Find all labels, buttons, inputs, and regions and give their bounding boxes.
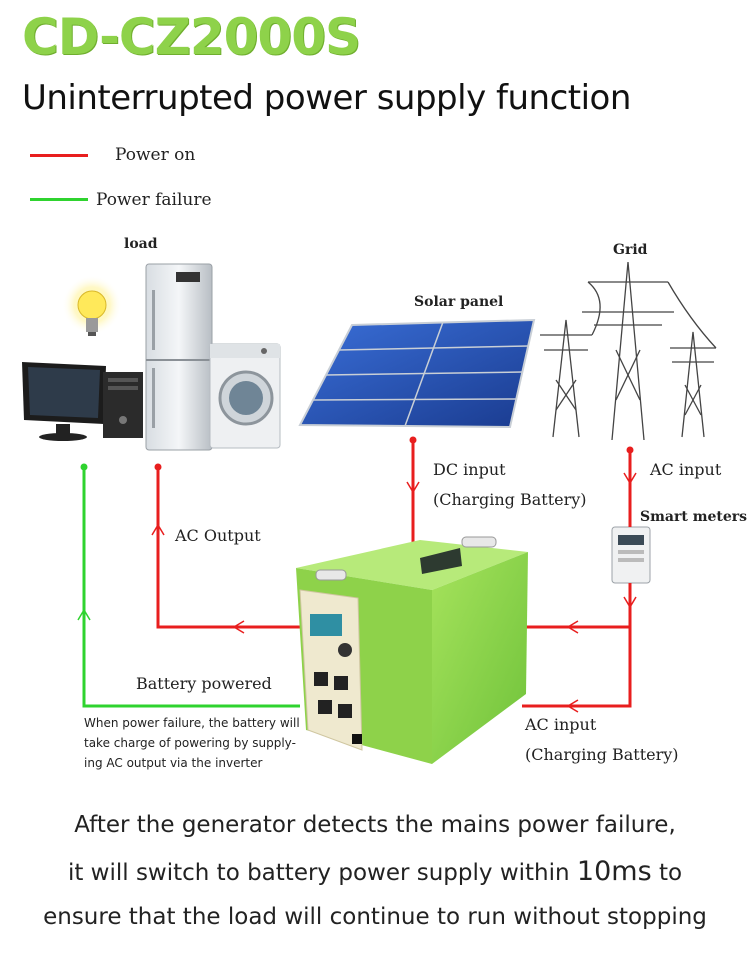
product-model-title: CD-CZ2000S <box>22 8 361 66</box>
power-station-unit <box>296 536 528 764</box>
note-line-2: take charge of powering by supply- <box>84 736 296 750</box>
description-line-2a: it will switch to battery power supply w… <box>67 860 577 886</box>
power-failure-arrows <box>77 608 91 621</box>
ac-input-bottom-sub-label: (Charging Battery) <box>525 745 679 764</box>
ac-output-label: AC Output <box>175 526 261 545</box>
power-on-arrows <box>151 472 637 713</box>
pc-tower-icon <box>103 372 143 438</box>
washing-machine-icon <box>209 343 281 449</box>
smart-meters-label: Smart meters <box>640 509 748 525</box>
dc-input-dot <box>409 436 417 444</box>
ac-input-top-label: AC input <box>650 460 722 479</box>
computer-monitor-icon <box>22 362 106 441</box>
ac-input-bottom-label: AC input <box>525 715 597 734</box>
page-subtitle: Uninterrupted power supply function <box>22 78 631 118</box>
load-label: load <box>124 236 158 252</box>
description-line-2c: to <box>651 860 683 886</box>
dc-input-sub-label: (Charging Battery) <box>433 490 587 509</box>
solar-panel-icon <box>298 318 536 429</box>
dc-input-label: DC input <box>433 460 506 479</box>
ac-output-dot <box>154 463 162 471</box>
battery-powered-label: Battery powered <box>136 674 272 693</box>
legend-power-failure-line <box>30 198 88 201</box>
grid-label: Grid <box>613 242 648 258</box>
description-line-1: After the generator detects the mains po… <box>74 812 676 838</box>
description-line-3: ensure that the load will continue to ru… <box>43 904 707 930</box>
switch-time-highlight: 10ms <box>576 856 652 887</box>
legend-power-on-line <box>30 154 88 157</box>
note-line-1: When power failure, the battery will <box>84 716 300 730</box>
note-line-3: ing AC output via the inverter <box>84 756 263 770</box>
smart-meter-icon <box>611 526 651 584</box>
power-grid-towers-icon <box>540 261 717 441</box>
solar-panel-label: Solar panel <box>414 294 504 310</box>
power-failure-note: When power failure, the battery will tak… <box>84 713 300 773</box>
description-line-2: it will switch to battery power supply w… <box>0 856 750 887</box>
light-bulb-icon <box>62 275 122 336</box>
legend-power-failure-label: Power failure <box>96 190 212 210</box>
refrigerator-icon <box>145 263 213 451</box>
legend-power-on-label: Power on <box>115 145 196 165</box>
power-failure-flow-line <box>82 467 300 708</box>
power-failure-dot <box>80 463 88 471</box>
ac-input-dot <box>626 446 634 454</box>
